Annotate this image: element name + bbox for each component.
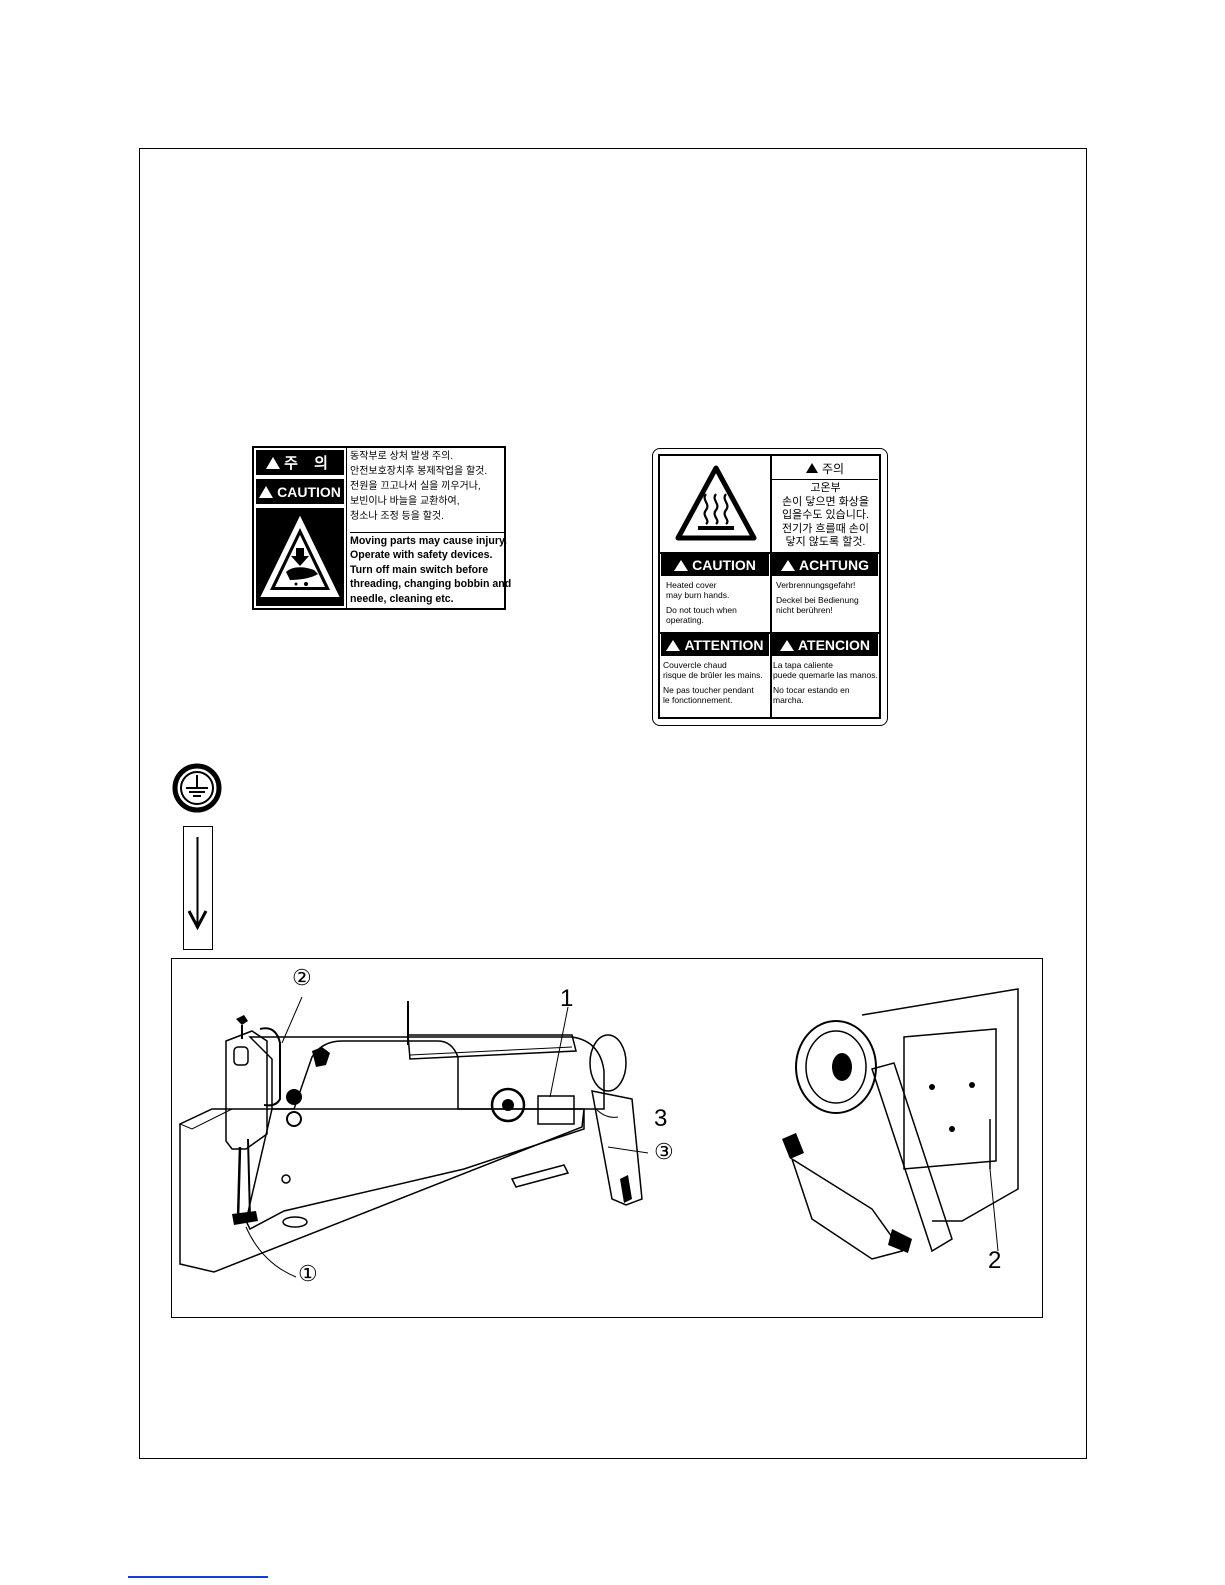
divider [770, 456, 772, 717]
kr-instructions: 고온부 손이 닿으면 화상을 입을수도 있습니다. 전기가 흐를때 손이 닿지 … [772, 482, 879, 550]
sewing-machine-illustration [178, 988, 1019, 1278]
en-line: Turn off main switch before [350, 563, 489, 576]
label-left-column [254, 448, 347, 608]
caution-header: CAUTION [661, 554, 769, 576]
callout-circled-3: ③ [654, 1139, 674, 1164]
protective-earth-ground-icon [172, 763, 222, 813]
divider [660, 552, 879, 554]
kr-line: 전원을 끄고나서 실을 끼우거나, [350, 481, 481, 492]
callout-circled-1: ① [298, 1261, 318, 1286]
achtung-title: ACHTUNG [799, 557, 869, 573]
kr-warning-header: 주의 [772, 457, 878, 480]
attention-title: ATTENTION [684, 637, 764, 653]
kr-line: 청소나 조정 등을 할것. [350, 511, 444, 522]
kr-line: 동작부로 상처 발생 주의. [350, 451, 454, 462]
text-line: La tapa caliente [773, 660, 834, 670]
en-line: threading, changing bobbin and [350, 578, 512, 591]
kr-line: 닿지 않도록 할것. [785, 536, 866, 548]
warning-triangle-icon [781, 559, 795, 571]
text-line: Ne pas toucher pendant [663, 685, 754, 695]
caution-header-text: CAUTION [277, 483, 341, 500]
atencion-header: ATENCION [772, 634, 878, 656]
atencion-title: ATENCION [797, 637, 871, 653]
caution-title: CAUTION [692, 557, 756, 573]
kr-line: 보빈이나 바늘을 교환하여, [350, 496, 460, 507]
attention-header: ATTENTION [661, 634, 769, 656]
kr-line: 고온부 [810, 482, 841, 494]
achtung-text: Verbrennungsgefahr! Deckel bei Bedienung… [776, 580, 859, 615]
text-line: risque de brûler les mains. [663, 670, 763, 680]
kr-line: 손이 닿으면 화상을 [781, 495, 870, 508]
kr-instructions: 동작부로 상처 발생 주의. 안전보호장치후 봉제작업을 할것. 전원을 끄고나… [350, 449, 502, 524]
text-line: Do not touch when [666, 605, 737, 615]
caution-header: CAUTION [256, 479, 344, 504]
kr-line: 입을수도 있습니다. [781, 509, 870, 521]
callout-2: 2 [988, 1247, 1002, 1274]
warning-triangle-icon [666, 639, 681, 651]
en-line: needle, cleaning etc. [350, 592, 454, 605]
callout-3: 3 [654, 1105, 668, 1132]
sewing-machine-figure: ② 1 3 ③ ① 2 [171, 958, 1043, 1318]
caution-text: Heated cover may burn hands. Do not touc… [666, 580, 737, 625]
page-link-underline[interactable] [128, 1576, 268, 1578]
text-line: No tocar estando en [773, 685, 850, 695]
text-line: nicht berühren! [776, 605, 833, 615]
callout-1: 1 [560, 985, 574, 1012]
warning-triangle-icon [674, 559, 689, 571]
moving-parts-caution-label: 주 의 CAUTION 동작부로 상처 발생 주의. 안전보호장치후 봉제작업을… [252, 446, 512, 610]
text-line: marcha. [773, 695, 804, 705]
warning-triangle-icon [805, 463, 818, 473]
kr-header-text: 주 의 [284, 455, 334, 472]
text-line: Verbrennungsgefahr! [776, 580, 856, 590]
text-line: le fonctionnement. [663, 695, 733, 705]
text-line: Heated cover [666, 580, 717, 590]
kr-line: 전기가 흐를때 손이 [781, 522, 870, 535]
text-line: Deckel bei Bedienung [776, 595, 859, 605]
down-arrow-icon [187, 837, 208, 931]
text-line: Couvercle chaud [663, 660, 727, 670]
text-line: puede quemarle las manos. [773, 670, 878, 680]
hand-injury-icon [256, 508, 344, 606]
text-line: operating. [666, 615, 704, 625]
warning-triangle-icon [779, 639, 794, 651]
kr-warning-header: 주 의 [256, 450, 344, 475]
en-line: Moving parts may cause injury. [350, 535, 507, 547]
text-line: may burn hands. [666, 590, 730, 600]
en-line: Operate with safety devices. [350, 549, 493, 562]
label-inner-frame: 주의 고온부 손이 닿으면 화상을 입을수도 있습니다. 전기가 흐를때 손이 … [658, 454, 881, 719]
callout-circled-2: ② [292, 965, 312, 990]
page-frame [139, 148, 1087, 1459]
achtung-header: ACHTUNG [772, 554, 878, 576]
en-instructions: Moving parts may cause injury. Operate w… [350, 532, 512, 606]
warning-triangle-icon [259, 485, 274, 498]
heated-cover-caution-label: 주의 고온부 손이 닿으면 화상을 입을수도 있습니다. 전기가 흐를때 손이 … [652, 448, 888, 726]
attention-text: Couvercle chaud risque de brûler les mai… [663, 660, 763, 705]
divider [660, 632, 879, 634]
kr-header-text: 주의 [821, 461, 845, 476]
down-arrow-box [183, 826, 213, 950]
atencion-text: La tapa caliente puede quemarle las mano… [773, 660, 878, 705]
hot-surface-icon [675, 465, 757, 541]
kr-line: 안전보호장치후 봉제작업을 할것. [350, 466, 488, 477]
warning-triangle-icon [266, 456, 281, 469]
